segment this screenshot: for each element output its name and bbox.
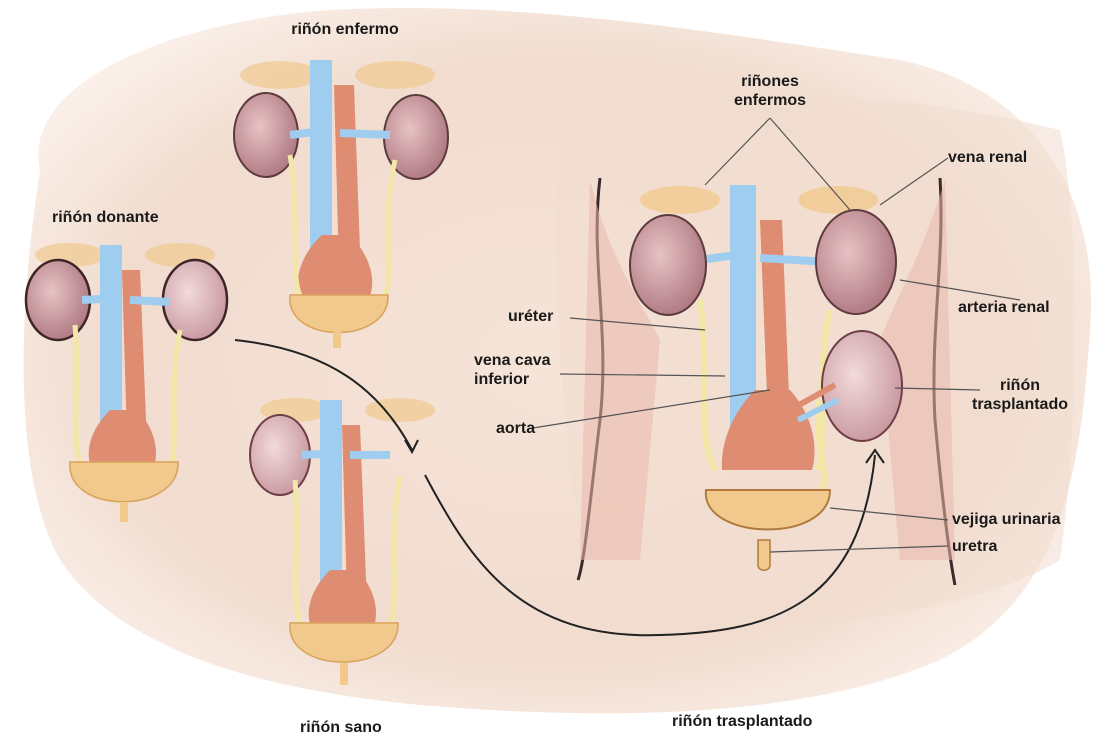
label-rinon-trasplantado: riñón trasplantado xyxy=(960,376,1080,414)
label-rinon-trasplantado-caption: riñón trasplantado xyxy=(672,712,812,731)
label-rinon-trasplantado-line1: riñón xyxy=(960,376,1080,395)
label-vena-cava-inferior-line1: vena cava xyxy=(474,351,551,370)
label-vejiga-urinaria: vejiga urinaria xyxy=(952,510,1061,529)
label-rinon-donante: riñón donante xyxy=(52,208,159,227)
label-rinones-enfermos-line2: enfermos xyxy=(715,91,825,110)
label-uretra: uretra xyxy=(952,537,997,556)
label-rinon-sano: riñón sano xyxy=(300,718,382,737)
label-rinones-enfermos-line1: riñones xyxy=(715,72,825,91)
label-vena-cava-inferior-line2: inferior xyxy=(474,370,551,389)
label-ureter: uréter xyxy=(508,307,553,326)
label-vena-renal: vena renal xyxy=(948,148,1027,167)
label-aorta: aorta xyxy=(496,419,535,438)
label-arteria-renal: arteria renal xyxy=(958,298,1050,317)
label-rinon-enfermo: riñón enfermo xyxy=(270,20,420,39)
label-vena-cava-inferior: vena cava inferior xyxy=(474,351,551,389)
label-rinones-enfermos: riñones enfermos xyxy=(715,72,825,110)
label-rinon-trasplantado-line2: trasplantado xyxy=(960,395,1080,414)
